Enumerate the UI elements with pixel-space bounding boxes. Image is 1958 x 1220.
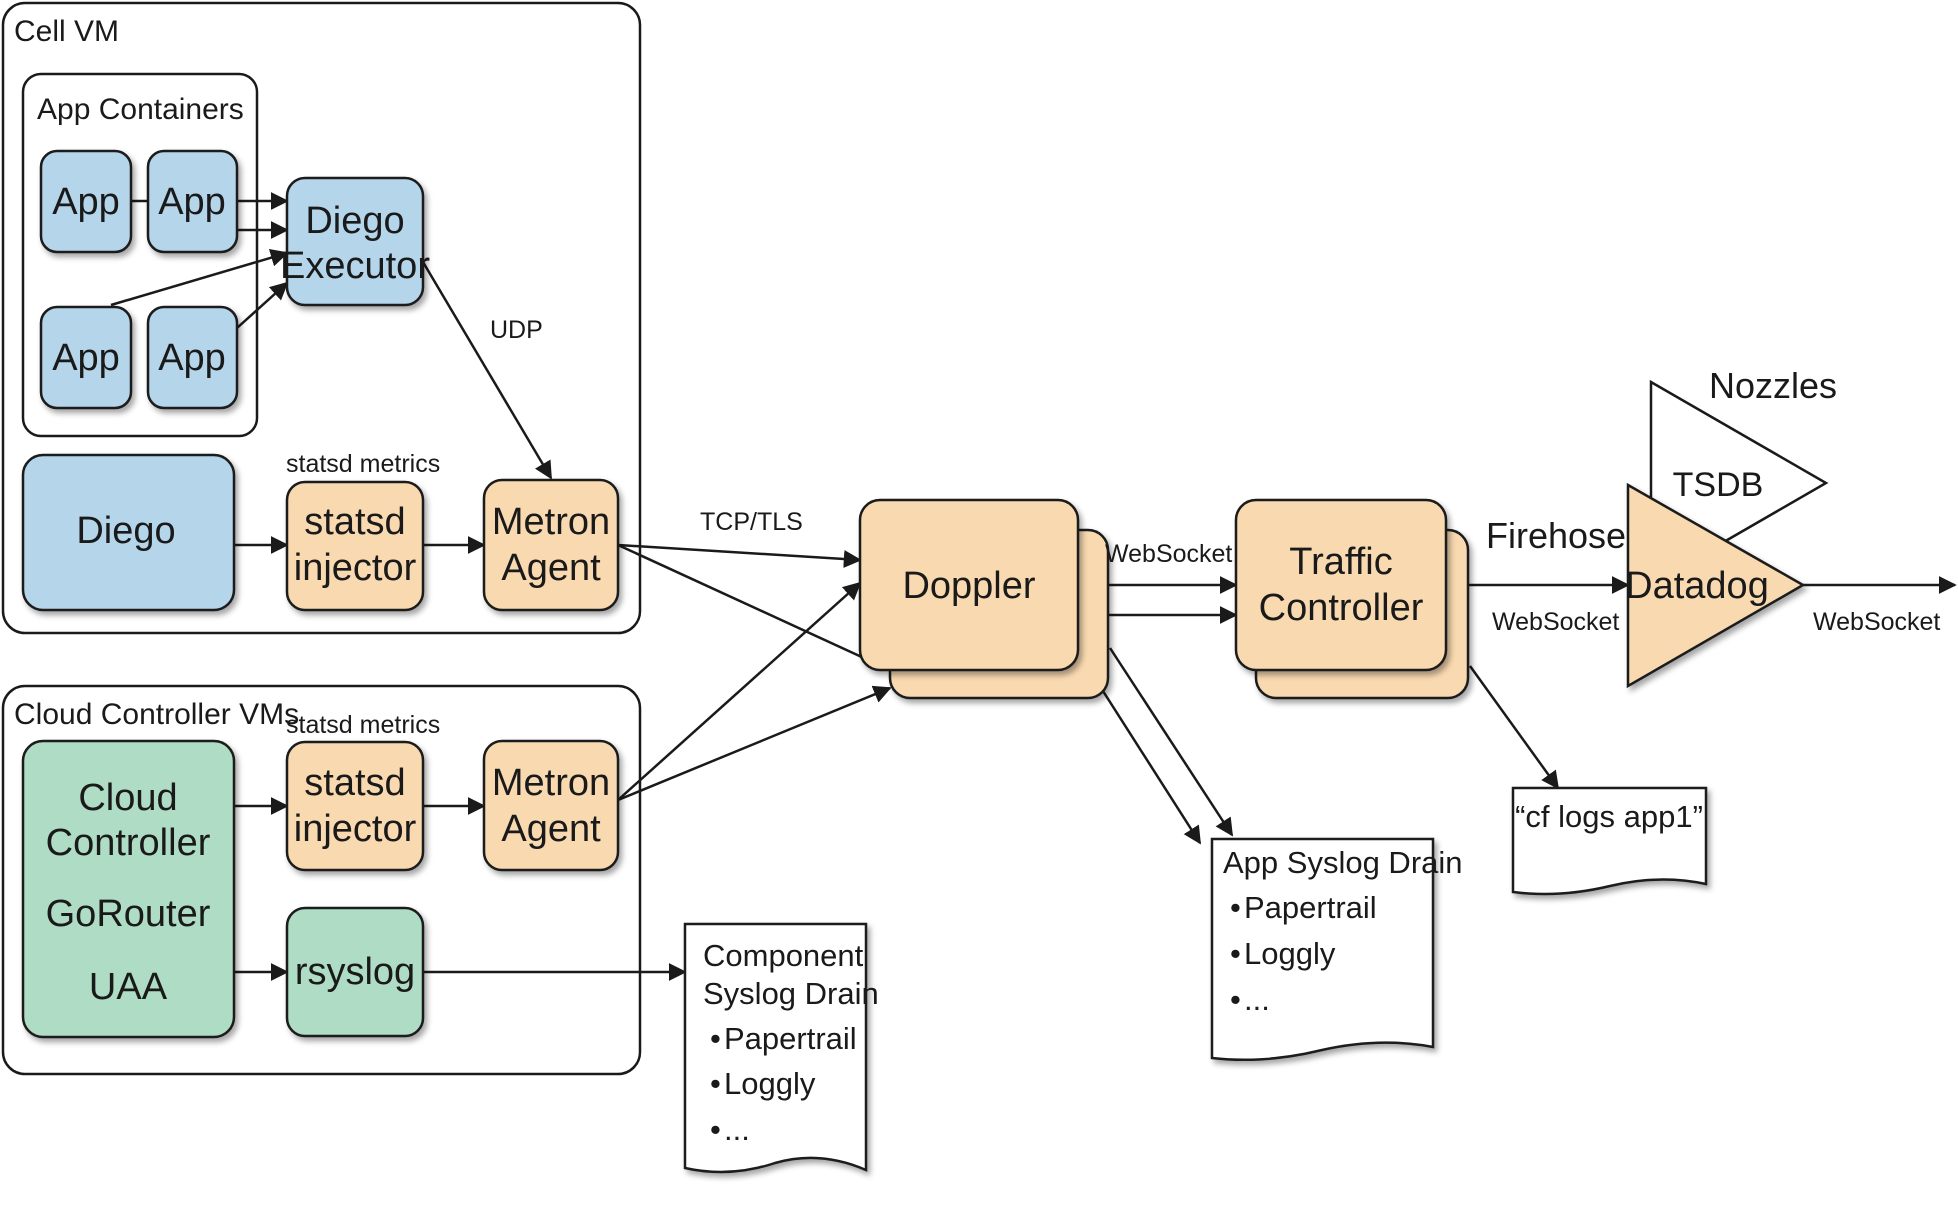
component-syslog-bullet-2: • (710, 1066, 721, 1101)
nozzles-label: Nozzles (1709, 365, 1837, 406)
rsyslog-node: rsyslog (285, 906, 425, 1038)
statsd-metrics-label-cc: statsd metrics (286, 711, 440, 739)
component-syslog-drain-doc: Component Syslog Drain • Papertrail • Lo… (683, 922, 879, 1174)
metron-agent-label-line2: Agent (501, 547, 601, 589)
uaa-label: UAA (89, 966, 168, 1008)
component-syslog-title-line1: Component (703, 938, 864, 973)
websocket-label-firehose: WebSocket (1492, 608, 1619, 636)
tsdb-label: TSDB (1673, 466, 1764, 504)
rsyslog-label: rsyslog (295, 951, 415, 993)
statsd-injector-node-cc: statsd injector (285, 740, 425, 872)
component-syslog-item-loggly: Loggly (724, 1066, 816, 1101)
tcp-tls-label: TCP/TLS (700, 508, 803, 536)
diego-label: Diego (76, 510, 175, 552)
cloud-controller-label-line1: Cloud (78, 777, 177, 819)
edge-executor-to-metron (421, 261, 553, 480)
app-syslog-bullet-2: • (1230, 936, 1241, 971)
cloud-controller-vms-label: Cloud Controller VMs (14, 698, 299, 731)
cloud-controller-label-line2: Controller (46, 822, 211, 864)
component-syslog-item-papertrail: Papertrail (724, 1021, 857, 1056)
traffic-controller-node: Traffic Controller (1234, 498, 1470, 700)
metron-agent-label-line1: Metron (492, 762, 610, 804)
metron-agent-node: Metron Agent (482, 478, 620, 612)
app-syslog-drain-doc: App Syslog Drain • Papertrail • Loggly •… (1210, 837, 1463, 1062)
edge-metron-to-doppler (617, 543, 862, 568)
app-node: App (146, 305, 239, 410)
component-syslog-item-more: ... (724, 1112, 750, 1147)
app-label: App (52, 337, 120, 379)
edge-traffic-to-cf-logs (1468, 665, 1560, 790)
edge-metron-to-doppler-back (617, 543, 891, 672)
traffic-controller-label-line2: Controller (1259, 587, 1424, 629)
statsd-injector-label-line1: statsd (304, 762, 405, 804)
edge-doppler-to-app-drain-2 (1108, 647, 1234, 837)
diego-executor-label-line1: Diego (305, 200, 404, 242)
component-syslog-bullet-1: • (710, 1021, 721, 1056)
websocket-label-doppler: WebSocket (1105, 540, 1232, 568)
statsd-injector-label-line2: injector (294, 547, 417, 589)
app-label: App (158, 181, 226, 223)
cloud-controller-node: Cloud Controller GoRouter UAA (21, 739, 236, 1039)
component-syslog-title-line2: Syslog Drain (703, 976, 879, 1011)
edges (110, 192, 1957, 981)
cf-logs-doc: “cf logs app1” (1511, 786, 1708, 896)
metron-agent-node-cc: Metron Agent (482, 739, 620, 872)
app-syslog-bullet-3: • (1230, 982, 1241, 1017)
statsd-injector-label-line1: statsd (304, 501, 405, 543)
app-node: App (146, 149, 239, 254)
doppler-node: Doppler (858, 498, 1110, 700)
metron-agent-label-line2: Agent (501, 808, 601, 850)
datadog-nozzle: Datadog (1625, 482, 1806, 689)
app-node: App (39, 149, 133, 254)
diego-executor-label-line2: Executor (280, 245, 430, 287)
edge-app3-to-executor (110, 248, 289, 307)
edge-metron2-to-doppler (617, 581, 862, 801)
app-syslog-title: App Syslog Drain (1223, 845, 1463, 880)
diego-executor-node: Diego Executor (280, 176, 430, 307)
app-containers-label: App Containers (37, 93, 244, 126)
gorouter-label: GoRouter (46, 893, 211, 935)
edge-app4-to-executor (236, 281, 289, 329)
app-node: App (39, 305, 133, 410)
app-syslog-bullet-1: • (1230, 890, 1241, 925)
udp-label: UDP (490, 316, 543, 344)
websocket-label-out: WebSocket (1813, 608, 1940, 636)
edge-metron2-to-doppler-back (617, 685, 892, 802)
app-syslog-item-more: ... (1244, 982, 1270, 1017)
app-syslog-item-loggly: Loggly (1244, 936, 1336, 971)
cell-vm-label: Cell VM (14, 15, 119, 48)
doppler-label: Doppler (902, 565, 1035, 607)
datadog-label: Datadog (1625, 565, 1769, 607)
component-syslog-bullet-3: • (710, 1112, 721, 1147)
statsd-injector-label-line2: injector (294, 808, 417, 850)
statsd-injector-node: statsd injector (285, 480, 425, 612)
traffic-controller-label-line1: Traffic (1289, 541, 1392, 583)
metron-agent-label-line1: Metron (492, 501, 610, 543)
cf-logs-label: “cf logs app1” (1515, 799, 1703, 834)
app-syslog-item-papertrail: Papertrail (1244, 890, 1377, 925)
app-label: App (158, 337, 226, 379)
diego-node: Diego (21, 453, 236, 612)
firehose-label: Firehose (1486, 515, 1626, 556)
app-label: App (52, 181, 120, 223)
statsd-metrics-label: statsd metrics (286, 450, 440, 478)
